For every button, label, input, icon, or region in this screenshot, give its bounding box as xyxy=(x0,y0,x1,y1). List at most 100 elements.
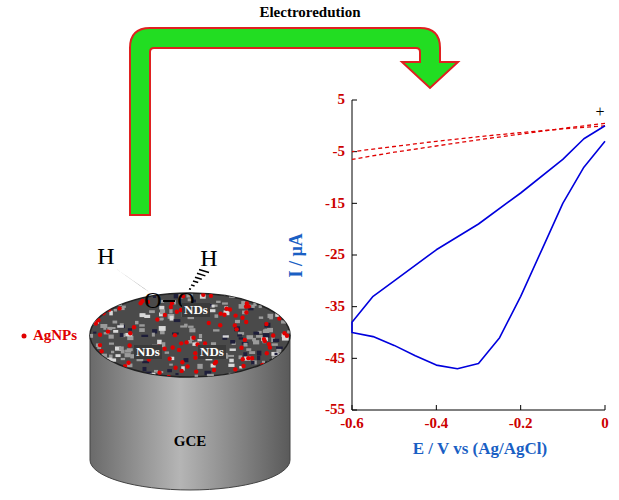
agnp-dot xyxy=(184,340,188,344)
agnp-dot xyxy=(179,369,183,373)
nd-speck xyxy=(289,364,296,366)
agnp-dot xyxy=(234,327,238,331)
nd-speck xyxy=(242,311,248,315)
agnp-dot xyxy=(272,371,276,375)
agnp-dot xyxy=(209,294,213,298)
nd-speck xyxy=(90,334,93,338)
nd-speck xyxy=(91,301,98,304)
agnp-dot xyxy=(162,346,166,350)
nd-speck xyxy=(135,376,142,379)
x-tick xyxy=(436,405,437,410)
agnp-dot xyxy=(140,299,144,303)
agnp-dot xyxy=(263,339,267,343)
nd-speck xyxy=(97,300,102,304)
nd-speck xyxy=(93,332,96,334)
nd-speck xyxy=(266,300,270,303)
agnp-dot xyxy=(103,361,107,365)
nd-speck xyxy=(149,377,152,380)
blank-cv-curve xyxy=(352,123,605,159)
nd-speck xyxy=(103,298,108,301)
nd-speck xyxy=(197,364,202,369)
agnp-dot xyxy=(241,364,245,368)
nd-speck xyxy=(274,300,280,304)
nd-speck xyxy=(121,358,125,360)
nd-speck xyxy=(252,338,256,341)
atom-o: O xyxy=(144,287,161,315)
nd-speck xyxy=(152,333,155,337)
nd-speck xyxy=(272,343,278,346)
nd-speck xyxy=(222,302,228,304)
nd-speck xyxy=(135,321,138,324)
y-tick-label: -25 xyxy=(325,246,345,263)
agnp-dot xyxy=(241,357,245,361)
nd-speck xyxy=(170,316,174,321)
y-tick-label: -35 xyxy=(325,298,345,315)
nd-speck xyxy=(101,354,107,358)
agnp-dot xyxy=(233,367,237,371)
agnp-dot xyxy=(107,307,111,311)
nd-speck xyxy=(287,330,292,333)
nd-speck xyxy=(169,364,173,366)
agnp-dot xyxy=(103,360,107,364)
agnp-dot xyxy=(268,303,272,307)
agnp-dot xyxy=(277,310,281,314)
single-bond xyxy=(163,300,175,302)
agnp-dot xyxy=(191,336,195,340)
nd-speck xyxy=(210,309,216,312)
nd-speck xyxy=(277,357,282,360)
agnp-dot xyxy=(193,351,197,355)
nd-speck xyxy=(253,332,259,335)
blank-cv-curve xyxy=(352,126,605,152)
nd-speck xyxy=(108,297,114,301)
hash-stroke xyxy=(193,281,198,283)
agnp-dot xyxy=(233,323,237,327)
agnp-dot xyxy=(245,295,249,299)
nd-speck xyxy=(169,309,172,313)
nd-speck xyxy=(139,328,145,332)
agnp-dot xyxy=(260,363,264,367)
nd-speck xyxy=(105,302,108,307)
nd-speck xyxy=(278,374,283,379)
agnp-dot xyxy=(98,333,102,337)
nd-speck xyxy=(111,351,114,353)
x-tick-label: 0 xyxy=(601,415,609,432)
agnp-dot xyxy=(193,355,197,359)
agnp-dot xyxy=(271,333,275,337)
nd-speck xyxy=(174,319,181,322)
agnp-dot xyxy=(88,304,92,308)
nd-speck xyxy=(285,309,288,313)
nd-speck xyxy=(251,361,254,364)
nd-speck xyxy=(271,352,278,356)
y-tick-label: -15 xyxy=(325,195,345,212)
agnp-dot xyxy=(96,318,100,322)
nd-speck xyxy=(180,325,187,327)
nd-speck xyxy=(281,320,286,323)
nd-speck xyxy=(113,321,118,324)
nd-speck xyxy=(96,354,99,356)
hashed-bond xyxy=(189,270,209,290)
nd-speck xyxy=(214,314,218,317)
wedge-bond xyxy=(115,268,149,292)
nd-speck xyxy=(105,358,112,363)
nd-speck xyxy=(277,314,280,317)
agnp-dot xyxy=(117,306,121,310)
agnp-dot xyxy=(276,301,280,305)
agnp-dot xyxy=(222,312,226,316)
nd-speck xyxy=(237,334,242,336)
nd-speck xyxy=(119,369,124,371)
nd-speck xyxy=(275,353,278,355)
nd-speck xyxy=(90,363,94,367)
nd-speck xyxy=(103,362,110,364)
nd-speck xyxy=(189,328,195,332)
agnp-dot xyxy=(265,351,269,355)
nd-speck xyxy=(278,301,283,303)
agnp-dot xyxy=(267,342,271,346)
agnp-dot xyxy=(127,343,131,347)
nd-speck xyxy=(230,348,236,351)
agnp-dot xyxy=(262,364,266,368)
nd-speck xyxy=(275,308,278,310)
nd-speck xyxy=(95,311,102,314)
nd-speck xyxy=(257,356,260,360)
electrode-surface xyxy=(90,293,290,377)
agnp-dot xyxy=(106,329,110,333)
